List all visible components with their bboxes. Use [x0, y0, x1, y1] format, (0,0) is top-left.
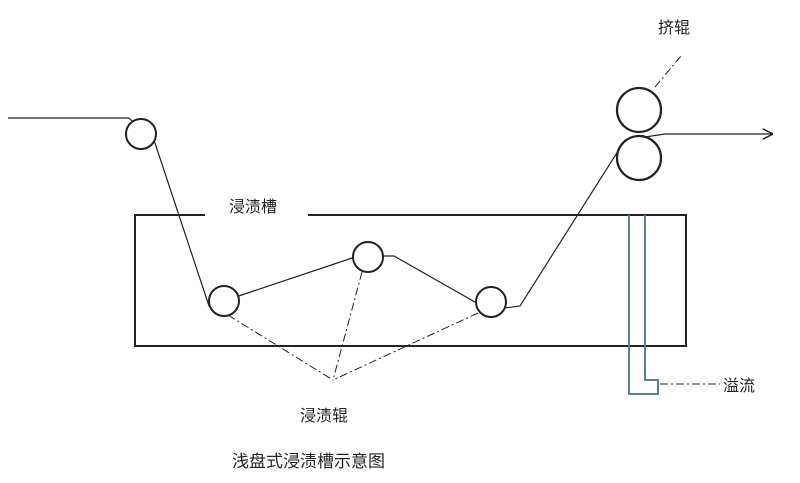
diagram-caption: 浅盘式浸渍槽示意图 — [232, 452, 385, 472]
overflow-pipe — [628, 215, 659, 395]
tank-label: 浸渍槽 — [229, 197, 277, 216]
dip-rollers-label: 浸渍辊 — [300, 406, 348, 425]
tank-body — [134, 214, 687, 347]
dip-roller-middle — [352, 241, 384, 273]
squeeze-roller-top — [615, 86, 663, 134]
overflow-label: 溢流 — [723, 376, 755, 395]
guide-roller — [125, 118, 157, 150]
squeeze-roller-leader-line — [654, 55, 682, 88]
squeeze-roller-bottom — [615, 134, 663, 182]
dip-roller-left — [208, 285, 240, 317]
dip-roller-leader-lines — [227, 271, 479, 381]
squeeze-roller-label: 挤辊 — [658, 18, 690, 37]
dip-roller-right — [475, 286, 507, 318]
